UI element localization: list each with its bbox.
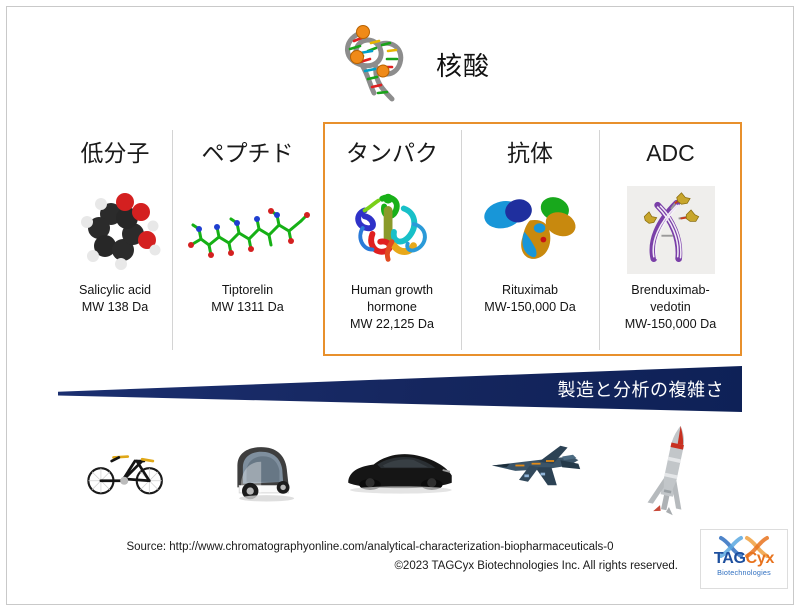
footer-source: Source: http://www.chromatographyonline.… bbox=[126, 541, 614, 553]
category-title: ペプチド bbox=[201, 140, 294, 166]
adc-conjugate-icon bbox=[599, 184, 742, 276]
category-title: 抗体 bbox=[507, 140, 553, 166]
category-caption: Salicylic acid MW 138 Da bbox=[78, 283, 152, 314]
category-caption: Human growth hormone MW 22,125 Da bbox=[350, 283, 434, 331]
microcar-icon bbox=[195, 420, 332, 520]
logo-wordmark: TAGCyx bbox=[714, 550, 774, 568]
category-caption: Rituximab MW-150,000 Da bbox=[484, 283, 576, 314]
peptide-chain-icon bbox=[172, 184, 323, 276]
modality-category-row: 低分子 bbox=[58, 122, 742, 356]
small-molecule-salicylic-acid-icon bbox=[58, 184, 172, 276]
nucleic-acid-label: 核酸 bbox=[436, 51, 491, 81]
vehicle-analogy-row bbox=[58, 420, 742, 520]
logo-subtitle: Biotechnologies bbox=[717, 567, 771, 577]
fighter-jet-icon bbox=[468, 420, 605, 520]
category-caption: Brenduximab- vedotin MW-150,000 Da bbox=[624, 283, 717, 331]
footer: Source: http://www.chromatographyonline.… bbox=[58, 538, 682, 576]
nucleic-acid-header: 核酸 bbox=[330, 12, 570, 117]
sports-car-icon bbox=[332, 420, 469, 520]
dna-helix-logo-icon bbox=[719, 536, 769, 558]
category-column-adc: ADC bbox=[599, 122, 742, 356]
category-column-peptide: ペプチド bbox=[172, 122, 323, 356]
complexity-banner: 製造と分析の複雑さ bbox=[58, 366, 742, 412]
rocket-icon bbox=[605, 420, 742, 520]
category-title: タンパク bbox=[346, 140, 438, 166]
logo-word-tag: TAG bbox=[713, 549, 746, 567]
category-caption: Tiptorelin MW 1311 Da bbox=[211, 283, 284, 314]
antibody-surface-icon bbox=[461, 184, 599, 276]
category-column-small-molecule: 低分子 bbox=[58, 122, 172, 356]
footer-copyright: ©2023 TAGCyx Biotechnologies Inc. All ri… bbox=[394, 560, 678, 572]
protein-ribbon-icon bbox=[323, 184, 461, 276]
category-title: ADC bbox=[646, 140, 695, 166]
bicycle-icon bbox=[58, 420, 195, 520]
tagcyx-logo: TAGCyx Biotechnologies bbox=[700, 529, 788, 589]
complexity-banner-label: 製造と分析の複雑さ bbox=[557, 380, 724, 400]
category-title: 低分子 bbox=[80, 140, 150, 166]
logo-word-cyx: Cyx bbox=[745, 549, 775, 567]
category-column-protein: タンパク bbox=[323, 122, 461, 356]
category-column-antibody: 抗体 Rituximab MW-150,000 Da bbox=[461, 122, 599, 356]
rna-strand-icon bbox=[330, 15, 426, 115]
